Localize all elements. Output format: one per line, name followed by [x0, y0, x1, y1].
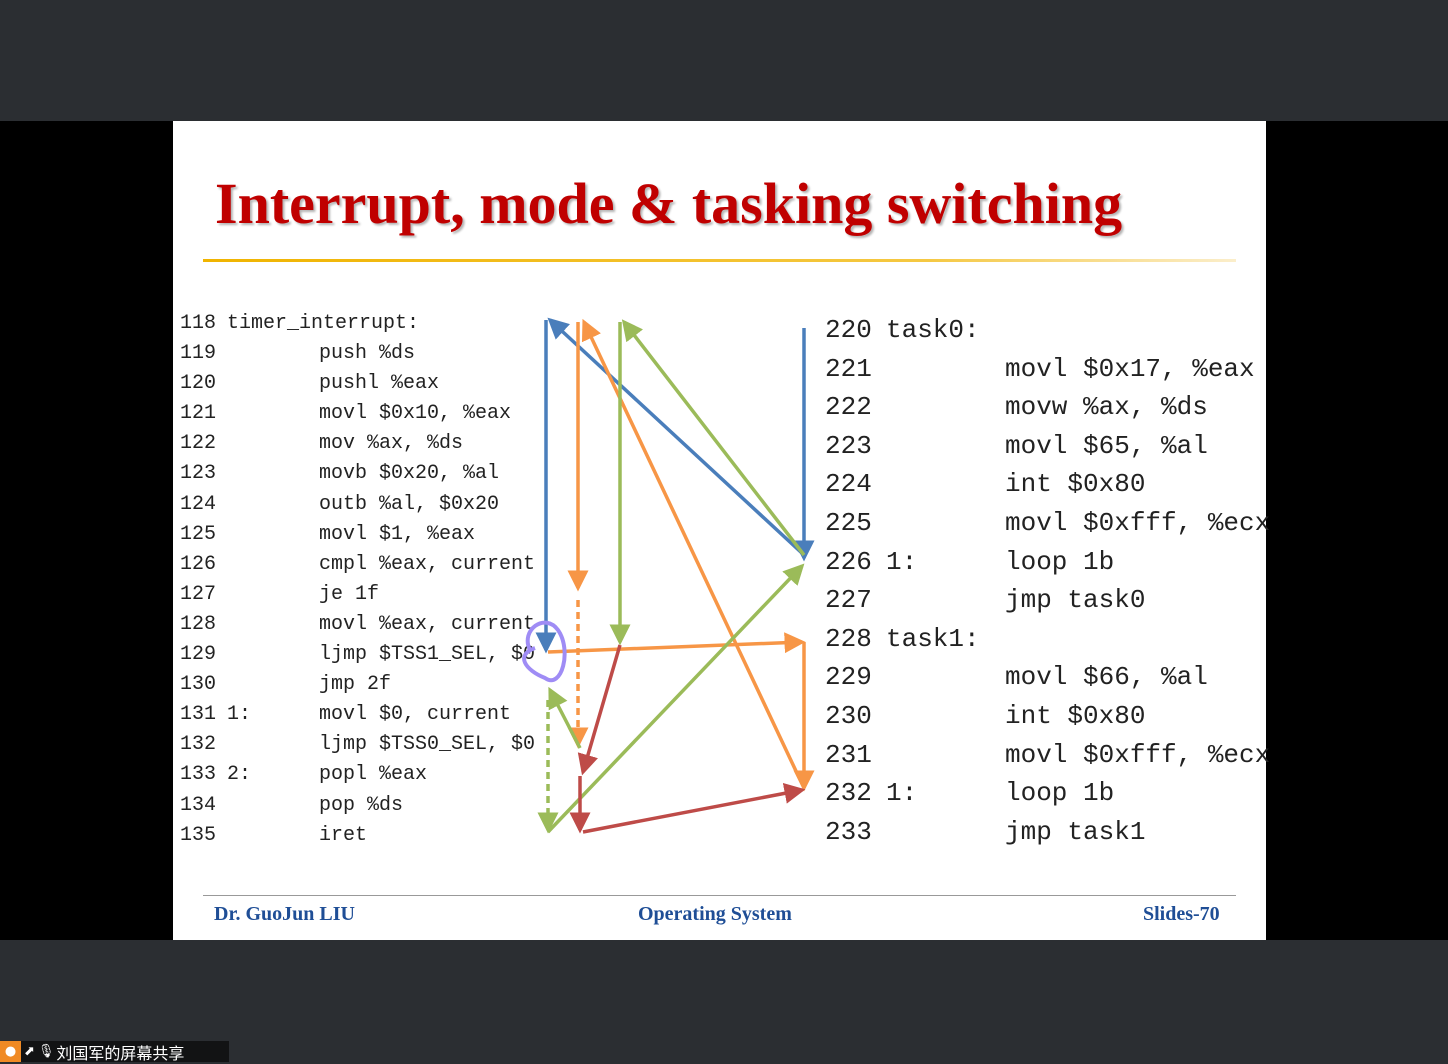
- line-number: 120: [180, 372, 217, 396]
- line-number: 230: [825, 700, 872, 731]
- line-number: 121: [180, 402, 217, 426]
- code-instruction: loop 1b: [1005, 546, 1115, 577]
- code-instruction: popl %eax: [319, 763, 428, 787]
- code-label: 2:: [227, 763, 252, 787]
- line-number: 134: [180, 793, 217, 817]
- orange-arrow: [581, 318, 806, 789]
- line-number: 122: [180, 432, 217, 456]
- code-instruction: cmpl %eax, current: [319, 552, 536, 576]
- code-instruction: iret: [319, 823, 368, 847]
- line-number: 227: [825, 585, 872, 616]
- footer-divider: [203, 895, 1236, 896]
- code-instruction: jmp task1: [1005, 816, 1146, 847]
- line-number: 123: [180, 462, 217, 486]
- user-icon: ●: [0, 1041, 21, 1062]
- code-instruction: movl $0xfff, %ecx: [1005, 507, 1271, 538]
- line-number: 131: [180, 703, 217, 727]
- orange-arrow: [547, 632, 806, 654]
- code-instruction: movw %ax, %ds: [1005, 392, 1208, 423]
- line-number: 133: [180, 763, 217, 787]
- green-arrow: [546, 563, 805, 834]
- code-instruction: outb %al, $0x20: [319, 492, 500, 516]
- code-instruction: pop %ds: [319, 793, 404, 817]
- line-number: 129: [180, 643, 217, 667]
- slide: [173, 121, 1266, 940]
- footer-page: Slides-70: [1143, 903, 1220, 925]
- red-arrow: [577, 644, 622, 776]
- code-label: 1:: [886, 778, 918, 809]
- line-number: 126: [180, 552, 217, 576]
- line-number: 118: [180, 312, 217, 335]
- green-arrow: [621, 319, 806, 557]
- line-number: 229: [825, 662, 872, 693]
- line-number: 220: [825, 315, 872, 345]
- line-number: 233: [825, 816, 872, 847]
- line-number: 132: [180, 733, 217, 757]
- code-label: task0:: [886, 315, 980, 345]
- title-underline: [203, 259, 1236, 262]
- line-number: 125: [180, 522, 217, 546]
- line-number: 223: [825, 430, 872, 461]
- line-number: 232: [825, 778, 872, 809]
- screen-share-label: 刘国军的屏幕共享: [56, 1043, 185, 1063]
- line-number: 221: [825, 353, 872, 384]
- line-number: 119: [180, 342, 217, 366]
- code-instruction: movl $0x10, %eax: [319, 402, 512, 426]
- line-number: 226: [825, 546, 872, 577]
- line-number: 224: [825, 469, 872, 500]
- code-instruction: movl $65, %al: [1005, 430, 1208, 461]
- annotation-circle: [522, 620, 567, 683]
- code-instruction: movl $0xfff, %ecx: [1005, 739, 1271, 770]
- screen-share-indicator[interactable]: ● ⬈ 🎙 刘国军的屏幕共享: [0, 1041, 229, 1063]
- line-number: 228: [825, 623, 872, 654]
- code-instruction: jmp task0: [1005, 585, 1146, 616]
- code-instruction: movl $1, %eax: [319, 522, 476, 546]
- line-number: 231: [825, 739, 872, 770]
- code-instruction: ljmp $TSS0_SEL, $0: [319, 733, 536, 757]
- code-instruction: mov %ax, %ds: [319, 432, 464, 456]
- code-instruction: push %ds: [319, 342, 416, 366]
- code-instruction: ljmp $TSS1_SEL, $0: [319, 643, 536, 667]
- code-instruction: int $0x80: [1005, 700, 1146, 731]
- code-instruction: movl %eax, current: [319, 612, 536, 636]
- line-number: 130: [180, 673, 217, 697]
- code-instruction: movl $66, %al: [1005, 662, 1208, 693]
- line-number: 127: [180, 582, 217, 606]
- code-instruction: movl $0x17, %eax: [1005, 353, 1255, 384]
- footer-course: Operating System: [638, 903, 792, 925]
- green-arrow: [548, 686, 582, 749]
- code-instruction: int $0x80: [1005, 469, 1146, 500]
- code-label: timer_interrupt:: [227, 312, 420, 335]
- line-number: 135: [180, 823, 217, 847]
- code-instruction: je 1f: [319, 582, 380, 606]
- line-number: 225: [825, 507, 872, 538]
- code-instruction: jmp 2f: [319, 673, 392, 697]
- code-instruction: movl $0, current: [319, 703, 512, 727]
- line-number: 222: [825, 392, 872, 423]
- code-label: 1:: [886, 546, 918, 577]
- microphone-icon: 🎙: [37, 1044, 55, 1059]
- line-number: 128: [180, 612, 217, 636]
- code-instruction: loop 1b: [1005, 778, 1115, 809]
- code-label: task1:: [886, 623, 980, 654]
- code-instruction: movb $0x20, %al: [319, 462, 500, 486]
- code-label: 1:: [227, 703, 252, 727]
- line-number: 124: [180, 492, 217, 516]
- red-arrow: [582, 782, 806, 834]
- share-screen-icon: ⬈: [24, 1044, 35, 1059]
- slide-title: Interrupt, mode & tasking switching: [215, 171, 1123, 236]
- footer-author: Dr. GuoJun LIU: [214, 903, 355, 925]
- blue-arrow: [547, 317, 806, 557]
- code-instruction: pushl %eax: [319, 372, 440, 396]
